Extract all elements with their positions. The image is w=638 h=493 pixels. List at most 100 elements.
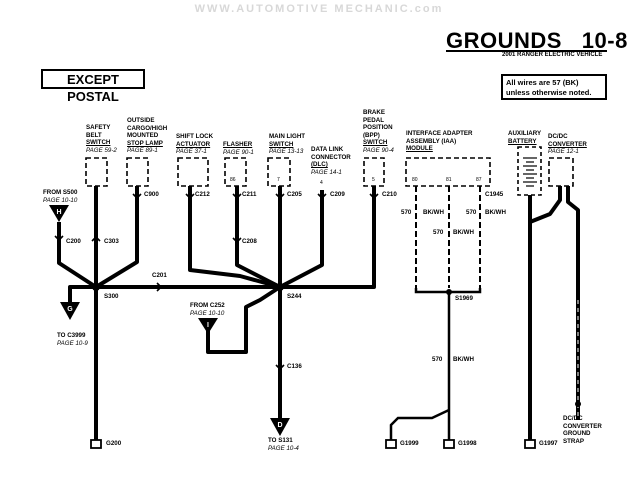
- g200-label: G200: [106, 440, 122, 447]
- flasher-pin: 86: [230, 177, 236, 183]
- s1969-label: S1969: [455, 295, 473, 302]
- wire-bkwh-label-a: BK/WH: [423, 209, 444, 216]
- page-title: GROUNDS 10-8: [446, 28, 628, 53]
- to-c3999-page: PAGE 10-9: [57, 339, 88, 347]
- s300-label: S300: [104, 293, 119, 300]
- safety-belt-l1: SAFETY: [86, 124, 111, 131]
- shift-lock-label: SHIFT LOCK ACTUATOR PAGE 37-1: [176, 133, 213, 156]
- main-light-label: MAIN LIGHT SWITCH PAGE 13-13: [269, 133, 305, 156]
- ref-letter-d: D: [277, 422, 282, 429]
- c200-connector-icon: [54, 235, 64, 242]
- dlc-label: DATA LINK CONNECTOR (DLC) PAGE 14-1: [311, 146, 351, 176]
- wire-bkwh-label-d: BK/WH: [453, 356, 474, 363]
- c136-connector-icon: [275, 364, 285, 371]
- bpp-pin: 5: [372, 177, 375, 183]
- s244-label: S244: [287, 293, 302, 300]
- wire-to-c3999: [68, 285, 96, 302]
- g1998-label: G1998: [458, 440, 477, 447]
- dcdc-page: PAGE 12-1: [548, 148, 579, 155]
- iaa-pin-81: 81: [446, 177, 452, 183]
- dcdc-l1: DC/DC: [548, 133, 568, 140]
- c303-label: C303: [104, 238, 119, 245]
- c208-label: C208: [242, 238, 257, 245]
- c303-connector-icon: [91, 235, 101, 242]
- cargo-lamp-l4: STOP LAMP: [127, 139, 163, 147]
- s1969-splice-dot: [446, 289, 452, 295]
- wire-570-label-b: 570: [466, 209, 477, 216]
- bpp-l1: BRAKE: [363, 109, 386, 116]
- aux-battery-label: AUXILIARY BATTERY: [508, 130, 541, 145]
- safety-belt-label: SAFETY BELT SWITCH PAGE 59-2: [86, 124, 117, 154]
- wire-bkwh-label-b: BK/WH: [485, 209, 506, 216]
- to-s131-page: PAGE 10-4: [268, 444, 299, 452]
- from-c252-triangle-icon: [198, 318, 218, 334]
- main-light-l1: MAIN LIGHT: [269, 133, 306, 140]
- safety-belt-l3: SWITCH: [86, 139, 111, 146]
- aux-battery-l1: AUXILIARY: [508, 130, 542, 137]
- c208-connector-icon: [232, 237, 242, 244]
- wire-bpp: [280, 186, 376, 289]
- to-c3999-l1: TO C3999: [57, 332, 86, 339]
- aux-battery-l2: BATTERY: [508, 137, 537, 145]
- dlc-l1: DATA LINK: [311, 146, 344, 153]
- dcdc-strap-l3: GROUND: [563, 430, 591, 437]
- ref-letter-g: G: [67, 306, 73, 313]
- c1945-label: C1945: [485, 191, 504, 198]
- c205-label: C205: [287, 191, 302, 198]
- flasher-page: PAGE 90-1: [223, 148, 254, 156]
- dcdc-strap-terminal-icon: [575, 401, 581, 407]
- main-light-page: PAGE 13-13: [269, 148, 304, 155]
- bpp-l2: PEDAL: [363, 116, 384, 124]
- page-subtitle: 2001 RANGER ELECTRIC VEHICLE: [502, 52, 603, 58]
- battery-cells-icon: [523, 157, 537, 187]
- wire-570-label-a: 570: [401, 209, 412, 216]
- watermark: WWW.AUTOMOTIVE MECHANIC.com: [194, 3, 444, 15]
- wire-570-label-c: 570: [433, 229, 444, 236]
- bpp-page: PAGE 90-4: [363, 146, 394, 154]
- shift-lock-l2: ACTUATOR: [176, 140, 211, 148]
- wire-570-label-d: 570: [432, 356, 443, 363]
- from-c252-label: FROM C252 PAGE 10-10: [190, 302, 225, 317]
- to-s131-l1: TO S131: [268, 437, 293, 444]
- bpp-l5: SWITCH: [363, 139, 388, 146]
- cargo-lamp-l3: MOUNTED: [127, 132, 159, 139]
- iaa-pin-87: 87: [476, 177, 482, 183]
- c212-connector-icon: [185, 193, 195, 200]
- dcdc-converter-box: [548, 157, 574, 187]
- cargo-lamp-box: [126, 157, 149, 187]
- note-line-2: unless otherwise noted.: [506, 88, 592, 97]
- s244-splice-dot: [276, 283, 284, 291]
- wire-battery-dcdc: [528, 186, 562, 224]
- dcdc-l2: CONVERTER: [548, 140, 587, 148]
- iaa-label: INTERFACE ADAPTER ASSEMBLY (IAA) MODULE: [406, 130, 472, 153]
- iaa-l1: INTERFACE ADAPTER: [406, 130, 473, 137]
- dlc-page: PAGE 14-1: [311, 168, 342, 176]
- iaa-l2: ASSEMBLY (IAA): [406, 137, 457, 145]
- g1999-ground-icon: [385, 439, 397, 449]
- ref-letter-i: I: [207, 322, 209, 329]
- wire-cargo-lamp: [94, 186, 139, 289]
- c210-label: C210: [382, 191, 397, 198]
- wire-dlc: [279, 190, 324, 289]
- from-s500-label: FROM S500 PAGE 10-10: [43, 189, 77, 204]
- shift-lock-l1: SHIFT LOCK: [176, 133, 214, 140]
- wire-shift-lock: [188, 186, 281, 289]
- flasher-l1: FLASHER: [223, 141, 253, 148]
- s300-splice-dot: [92, 283, 100, 291]
- c211-label: C211: [242, 191, 257, 198]
- g200-ground-icon: [90, 439, 102, 449]
- ref-letter-h: H: [56, 209, 61, 216]
- dcdc-strap-label: DC/DC CONVERTER GROUND STRAP: [563, 415, 602, 445]
- wire-color-note: All wires are 57 (BK) unless otherwise n…: [501, 74, 607, 100]
- cargo-lamp-l2: CARGO/HIGH: [127, 124, 168, 132]
- bpp-l3: POSITION: [363, 124, 393, 131]
- wire-dcdc-strap: [566, 186, 580, 420]
- iaa-l3: MODULE: [406, 145, 433, 152]
- from-s500-l1: FROM S500: [43, 189, 78, 196]
- c900-connector-icon: [132, 193, 142, 200]
- except-postal-label: EXCEPT POSTAL: [41, 69, 145, 104]
- bpp-l4: (BPP): [363, 131, 380, 139]
- shift-lock-page: PAGE 37-1: [176, 148, 207, 155]
- g1997-ground-icon: [524, 439, 536, 449]
